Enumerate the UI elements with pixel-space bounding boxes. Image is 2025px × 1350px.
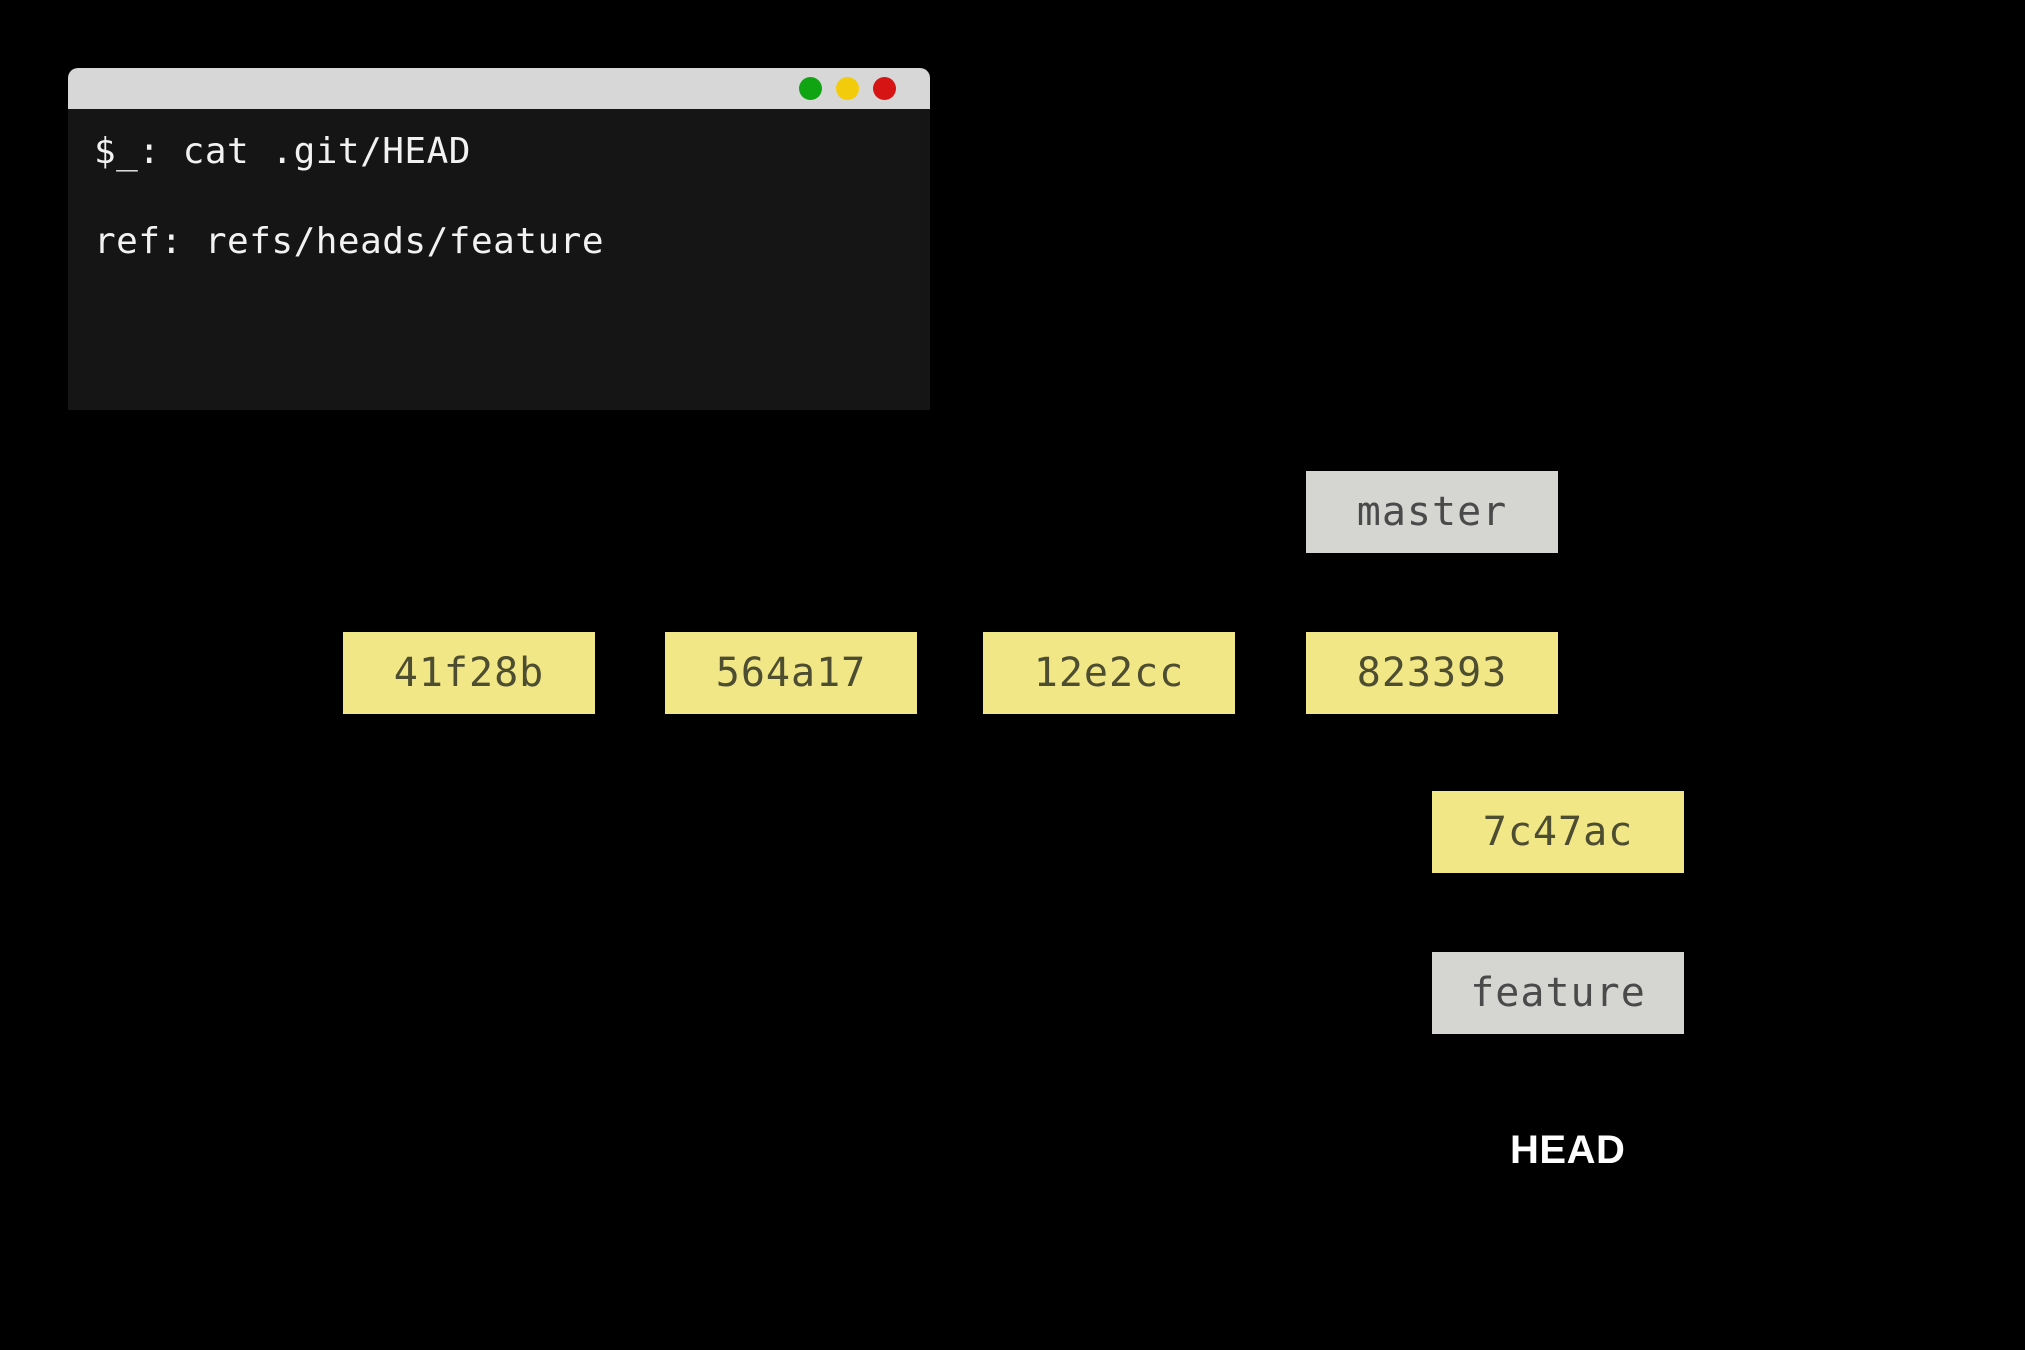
commit-node-7c47ac[interactable]: 7c47ac — [1432, 791, 1684, 873]
commit-node-12e2cc[interactable]: 12e2cc — [983, 632, 1235, 714]
terminal-window: $_: cat .git/HEAD ref: refs/heads/featur… — [68, 68, 930, 410]
commit-node-823393[interactable]: 823393 — [1306, 632, 1558, 714]
branch-label-feature[interactable]: feature — [1432, 952, 1684, 1034]
close-dot-icon[interactable] — [873, 77, 896, 100]
branch-label-master[interactable]: master — [1306, 471, 1558, 553]
window-control-buttons — [799, 77, 896, 100]
terminal-title-bar[interactable] — [68, 68, 930, 109]
terminal-body[interactable]: $_: cat .git/HEAD ref: refs/heads/featur… — [68, 109, 930, 410]
terminal-line-output: ref: refs/heads/feature — [94, 221, 604, 262]
commit-node-41f28b[interactable]: 41f28b — [343, 632, 595, 714]
terminal-line-command: $_: cat .git/HEAD — [94, 131, 471, 172]
head-pointer-label: HEAD — [1510, 1128, 1626, 1172]
minimize-dot-icon[interactable] — [799, 77, 822, 100]
terminal-blank-line — [94, 173, 904, 221]
maximize-dot-icon[interactable] — [836, 77, 859, 100]
commit-node-564a17[interactable]: 564a17 — [665, 632, 917, 714]
